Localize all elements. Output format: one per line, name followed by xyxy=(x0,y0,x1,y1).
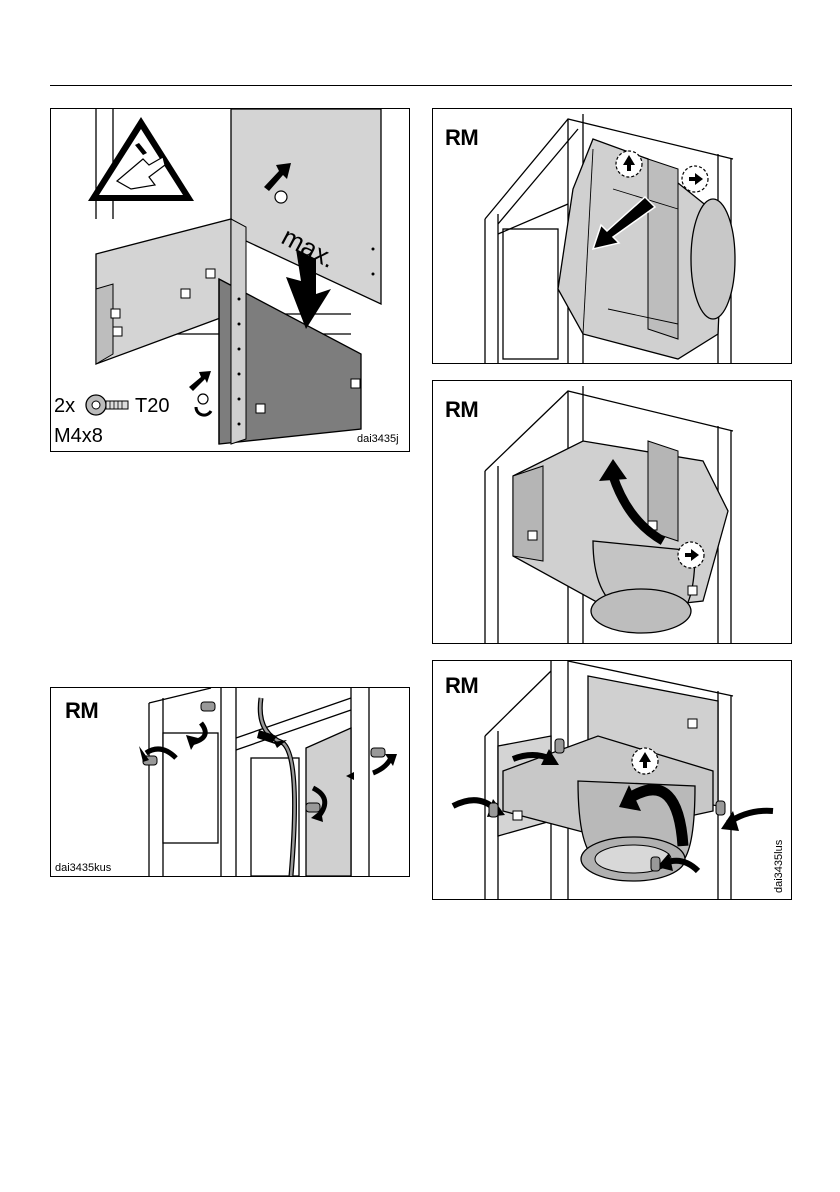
illustration-panel-install-duct: RM dai3435lus xyxy=(432,660,792,900)
motor-removal-drawing xyxy=(433,109,791,363)
figure-code: dai3435j xyxy=(357,433,399,445)
rm-label: RM xyxy=(445,125,478,151)
cable-routing-drawing xyxy=(51,688,409,876)
screw-quantity: 2x xyxy=(54,395,75,418)
rotate-duct-drawing xyxy=(433,381,791,643)
hand-crush-warning-icon xyxy=(88,117,194,201)
illustration-panel-cable-routing: RM dai3435kus xyxy=(50,687,410,877)
illustration-panel-mount-screws: max. 2x T20 M4x8 dai3435j xyxy=(50,108,410,452)
figure-code: dai3435kus xyxy=(55,862,111,874)
screw-dimension: M4x8 xyxy=(54,425,103,448)
install-duct-drawing xyxy=(433,661,791,899)
panel-mount-drawing xyxy=(51,109,409,451)
header-rule xyxy=(50,85,792,86)
figure-code: dai3435lus xyxy=(773,840,785,893)
screw-drive-size: T20 xyxy=(135,395,169,418)
rm-label: RM xyxy=(445,673,478,699)
rm-label: RM xyxy=(65,698,98,724)
screw-icon xyxy=(86,395,128,415)
illustration-panel-rotate-duct: RM xyxy=(432,380,792,644)
rm-label: RM xyxy=(445,397,478,423)
illustration-panel-motor-removal: RM xyxy=(432,108,792,364)
